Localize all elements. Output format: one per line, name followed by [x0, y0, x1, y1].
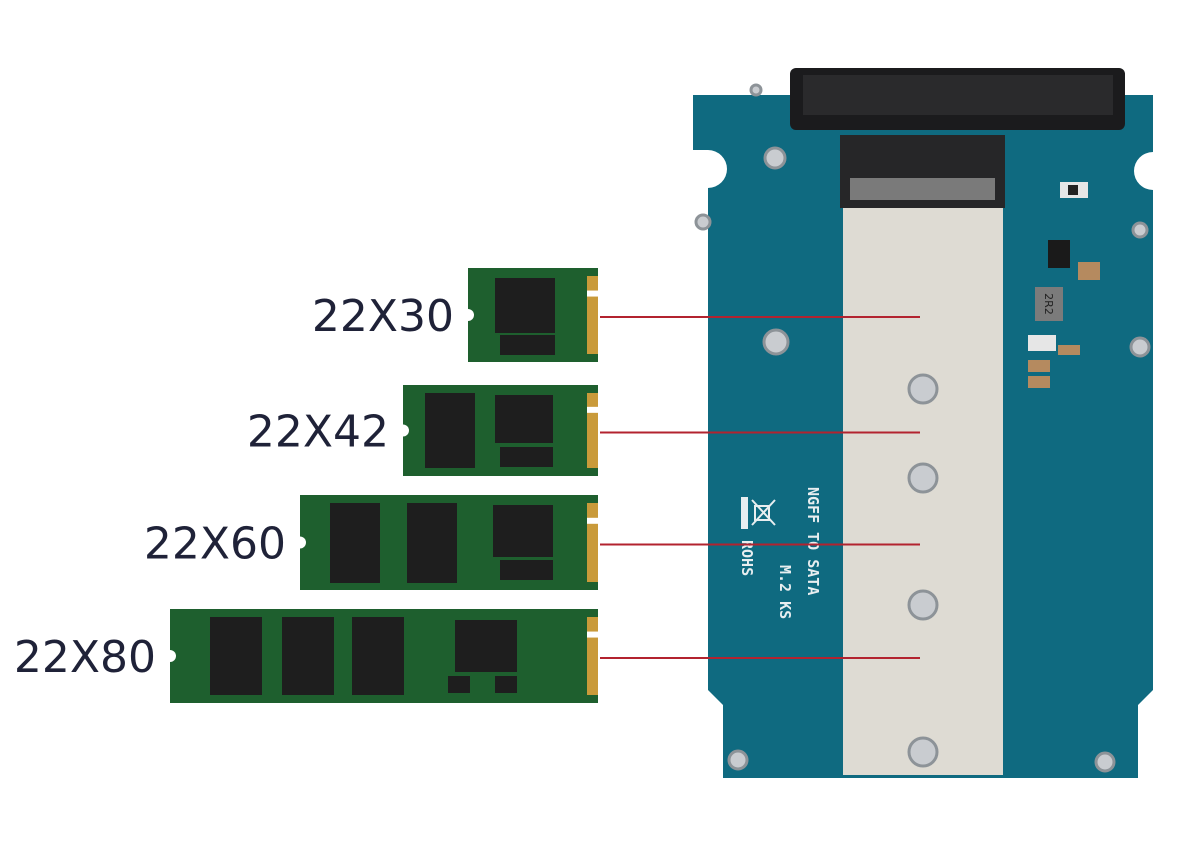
card-size-label: 22X80: [14, 632, 156, 683]
screw-notch: [294, 536, 306, 549]
key-notch: [587, 631, 598, 638]
nand-chip: [495, 676, 517, 693]
nand-chip: [425, 393, 475, 468]
nand-chip: [493, 505, 553, 557]
nand-chip: [500, 447, 553, 467]
card-size-label: 22X42: [247, 407, 389, 458]
silkscreen-line1: NGFF TO SATA: [804, 487, 822, 595]
components: 2R2: [1028, 182, 1100, 388]
nand-chip: [407, 503, 457, 583]
adapter-board: 2R2 NGFF TO SATA M.2 KS ROHS: [693, 68, 1153, 778]
nand-chip: [495, 278, 555, 333]
mount-holes: [694, 83, 1151, 773]
gold-contacts: [587, 276, 598, 354]
key-notch: [587, 290, 598, 297]
nand-chip: [210, 617, 262, 695]
nand-chip: [448, 676, 470, 693]
nand-chip: [352, 617, 404, 695]
rohs-mark: ROHS: [738, 540, 756, 576]
gold-contacts: [587, 617, 598, 695]
nand-chip: [330, 503, 380, 583]
card-size-label: 22X30: [312, 291, 454, 342]
inductor: [1035, 287, 1063, 321]
m2-card-22x60: 22X60: [144, 495, 920, 590]
m2-card-22x30: 22X30: [312, 268, 920, 362]
nand-chip: [495, 395, 553, 443]
m2-cards: 22X30 22X42 22X60 22X80: [14, 268, 920, 703]
m2-card-22x42: 22X42: [247, 385, 920, 476]
silkscreen-line2: M.2 KS: [776, 565, 794, 619]
weee-bin-icon: [741, 497, 776, 529]
screw-notch: [397, 424, 409, 437]
screw-notch: [164, 650, 176, 662]
m2-card-22x80: 22X80: [14, 609, 920, 703]
nand-chip: [455, 620, 517, 672]
screw-notch: [462, 309, 474, 321]
gold-contacts: [587, 393, 598, 468]
key-notch: [587, 406, 598, 413]
key-notch: [587, 517, 598, 524]
nand-chip: [500, 335, 555, 355]
gold-contacts: [587, 503, 598, 582]
nand-chip: [500, 560, 553, 580]
nand-chip: [282, 617, 334, 695]
svg-text:2R2: 2R2: [1042, 293, 1055, 315]
card-size-label: 22X60: [144, 519, 286, 570]
